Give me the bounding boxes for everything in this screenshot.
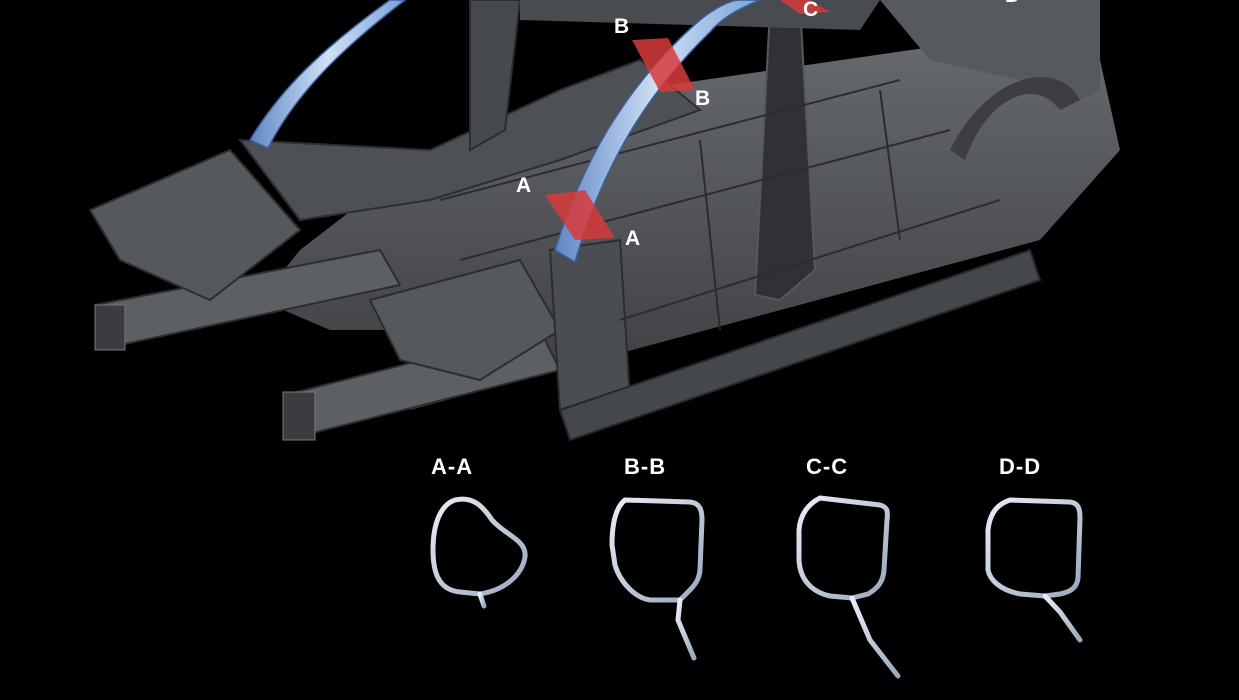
section-planes	[545, 0, 830, 240]
marker-b-lower: B	[695, 87, 710, 110]
section-label-c: C-C	[806, 454, 848, 479]
section-label-b: B-B	[624, 454, 666, 479]
profile-a-a	[430, 496, 528, 609]
hinge-pillar	[548, 238, 632, 412]
section-profiles	[430, 495, 1083, 679]
section-plane-c	[780, 0, 830, 14]
shock-tower-left	[88, 148, 302, 302]
section-plane-b	[632, 38, 695, 92]
section-label-a: A-A	[431, 454, 473, 479]
floor-pan	[260, 40, 1120, 410]
structure-detail-lines	[439, 79, 1001, 331]
profile-c-c	[796, 495, 901, 679]
marker-c-upper: C	[803, 0, 818, 21]
crash-box-right	[282, 391, 316, 441]
rear-wheel-arch	[950, 77, 1080, 160]
windshield-frame-left	[469, 0, 522, 152]
profile-d-d	[985, 497, 1083, 643]
section-markers: A A B B C D	[516, 0, 1020, 250]
roof-header	[520, 0, 880, 30]
marker-d-upper: D	[1005, 0, 1020, 7]
side-sill	[558, 248, 1042, 442]
marker-a-lower: A	[625, 227, 640, 250]
marker-a-upper: A	[516, 174, 531, 197]
car-body-structure	[88, 0, 1120, 442]
shock-tower-right	[368, 258, 562, 382]
crash-box-left	[94, 304, 126, 351]
profile-b-b	[609, 497, 705, 661]
section-label-d: D-D	[999, 454, 1041, 479]
section-labels: A-A B-B C-C D-D	[431, 454, 1041, 479]
b-pillar	[753, 3, 817, 302]
a-pillar-left	[248, 0, 407, 149]
marker-b-upper: B	[614, 15, 629, 38]
section-plane-a	[545, 190, 615, 240]
